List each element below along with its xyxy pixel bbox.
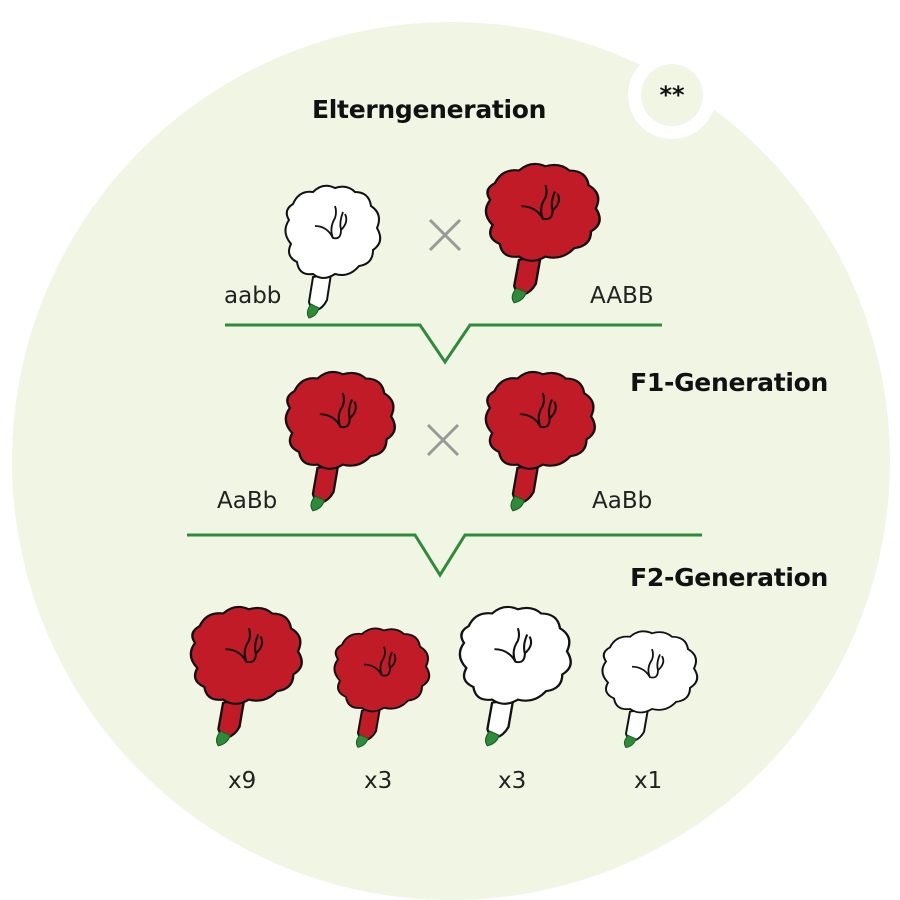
flower-f2-white-large — [458, 605, 572, 747]
flower-f1-right — [484, 370, 596, 512]
flower-f2-white-small — [601, 630, 699, 749]
title-parent-generation: Elterngeneration — [312, 95, 547, 124]
count-label: x3 — [364, 768, 393, 794]
difficulty-badge: ** — [641, 64, 703, 126]
count-label: x1 — [634, 768, 663, 794]
genotype-label: AABB — [590, 283, 654, 309]
title-f2-generation: F2-Generation — [630, 563, 828, 592]
cross-icon — [428, 218, 462, 252]
background-circle — [12, 22, 890, 900]
flower-f2-red-small — [333, 627, 431, 749]
flower-red-parent — [484, 162, 601, 304]
flower-f2-red-large — [189, 605, 303, 747]
genotype-label: aabb — [224, 283, 282, 309]
title-f1-generation: F1-Generation — [630, 368, 828, 397]
count-label: x9 — [228, 768, 257, 794]
flower-f1-left — [284, 370, 396, 512]
generation-divider — [187, 533, 702, 578]
cross-icon — [426, 423, 460, 457]
generation-divider — [225, 323, 662, 365]
count-label: x3 — [498, 768, 527, 794]
flower-white-parent — [284, 184, 382, 319]
genotype-label: AaBb — [592, 488, 653, 514]
genotype-label: AaBb — [217, 488, 278, 514]
